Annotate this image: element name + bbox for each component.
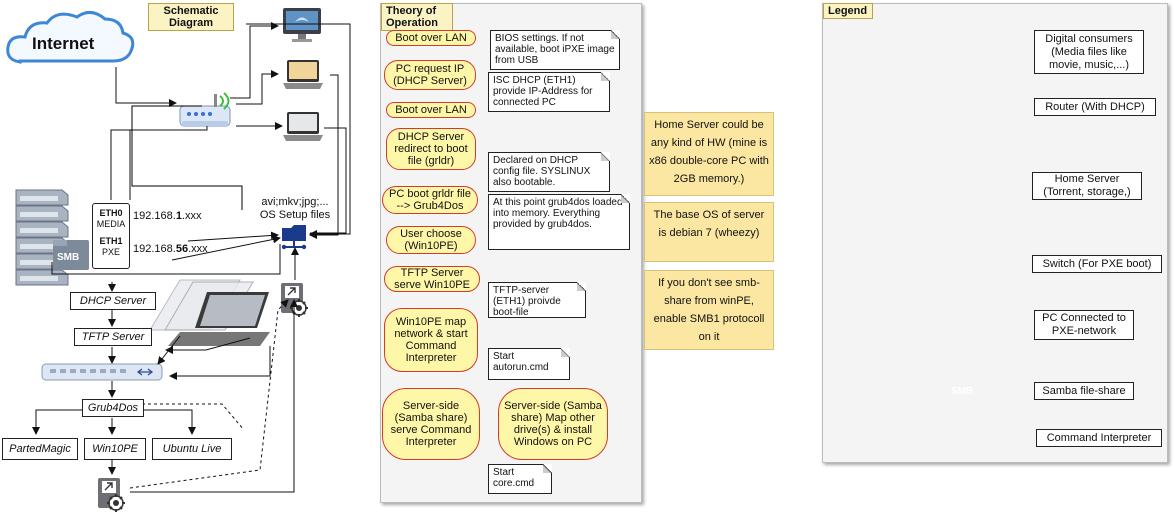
laptop-icon [283, 60, 323, 89]
pxe-laptops-icon [149, 279, 270, 346]
sticky-note-smb1: If you don't see smb-share from winPE, e… [644, 270, 774, 350]
cmd-icon-bottom [97, 477, 126, 513]
legend-switch: Switch (For PXE boot) [1032, 255, 1162, 273]
step-server-map-install: Server-side (Samba share) Map other driv… [498, 388, 608, 460]
step-boot-over-lan-2: Boot over LAN [386, 102, 476, 118]
eth0-sub: MEDIA [96, 219, 126, 229]
legend-home-server: Home Server (Torrent, storage,) [1032, 172, 1142, 200]
eth1-label: ETH1 [99, 236, 123, 246]
samba-folder-icon [281, 225, 307, 250]
schematic-title-text: Schematic Diagram [163, 5, 219, 29]
ip-pxe: 192.168.56.xxx [133, 243, 208, 255]
step-user-choose: User choose (Win10PE) [386, 226, 476, 254]
partedmagic-box: PartedMagic [2, 438, 78, 460]
router-icon [179, 92, 231, 128]
theory-title: Theory of Operation [381, 3, 453, 31]
sticky-note-debian: The base OS of server is debian 7 (wheez… [644, 202, 774, 262]
schematic-title: Schematic Diagram [148, 3, 234, 31]
ubuntu-live-box: Ubuntu Live [152, 438, 232, 460]
ip-media-bold: 1 [175, 210, 182, 222]
tftp-server-box: TFTP Server [74, 328, 152, 346]
step-dhcp-redirect: DHCP Server redirect to boot file (grldr… [386, 128, 476, 170]
note-grub4dos-loaded: At this point grub4dos loaded into memor… [488, 194, 630, 250]
theory-title-line2: Operation [386, 17, 438, 29]
legend-smb-label: SMB [951, 386, 974, 397]
ip-media-suffix: .xxx [181, 210, 202, 222]
note-tftp-server: TFTP-server (ETH1) proivde boot-file [488, 282, 586, 318]
eth1-sub: PXE [101, 247, 120, 257]
note-core-cmd: Start core.cmd [488, 464, 552, 494]
smb-icon-label: SMB [57, 252, 80, 263]
files-line2: OS Setup files [259, 209, 331, 221]
switch-icon [41, 363, 163, 381]
eth-panel: ETH0 MEDIA ETH1 PXE [92, 203, 130, 269]
home-server-icon [15, 189, 69, 286]
note-autorun: Start autorun.cmd [488, 348, 570, 380]
legend-pc-connected: PC Connected to PXE-network [1034, 310, 1134, 340]
internet-label: Internet [32, 34, 95, 53]
theory-title-line1: Theory of [386, 5, 437, 17]
files-label: avi;mkv;jpg;... OS Setup files [250, 196, 340, 222]
step-pc-request-ip: PC request IP (DHCP Server) [384, 60, 476, 90]
step-server-serve-cmd: Server-side (Samba share) serve Command … [382, 388, 480, 460]
cloud-icon [6, 11, 135, 64]
legend-router: Router (With DHCP) [1034, 98, 1156, 116]
eth0-label: ETH0 [99, 208, 123, 218]
legend-command-interpreter: Command Interpreter [1036, 429, 1162, 447]
ip-pxe-prefix: 192.168. [133, 243, 176, 255]
ip-media: 192.168.1.xxx [133, 210, 202, 222]
step-tftp-serve: TFTP Server serve Win10PE [384, 266, 480, 292]
schematic-connectors [32, 22, 351, 493]
note-isc-dhcp: ISC DHCP (ETH1) provide IP-Address for c… [488, 72, 610, 112]
step-win10pe-map: Win10PE map network & start Command Inte… [384, 308, 478, 372]
smb-share-icon [53, 240, 89, 270]
legend-digital-consumers: Digital consumers (Media files like movi… [1034, 30, 1144, 74]
legend-title: Legend [823, 3, 873, 19]
dhcp-server-box: DHCP Server [70, 292, 156, 310]
step-boot-over-lan-1: Boot over LAN [386, 30, 476, 46]
grub4dos-box: Grub4Dos [82, 399, 144, 417]
monitor-icon [283, 8, 321, 42]
ip-pxe-bold: 56 [175, 243, 189, 255]
ip-media-prefix: 192.168. [133, 210, 176, 222]
win10pe-box: Win10PE [84, 438, 146, 460]
ip-pxe-suffix: .xxx [188, 243, 208, 255]
step-boot-grldr: PC boot grldr file --> Grub4Dos [382, 186, 478, 214]
sticky-note-hardware: Home Server could be any kind of HW (min… [644, 112, 774, 196]
legend-samba-share: Samba file-share [1034, 382, 1134, 400]
laptop-gray-icon [283, 112, 323, 141]
note-dhcp-config: Declared on DHCP config file. SYSLINUX a… [488, 152, 610, 192]
note-bios: BIOS settings. If not available, boot iP… [490, 30, 620, 70]
files-line1: avi;mkv;jpg;... [261, 196, 329, 208]
